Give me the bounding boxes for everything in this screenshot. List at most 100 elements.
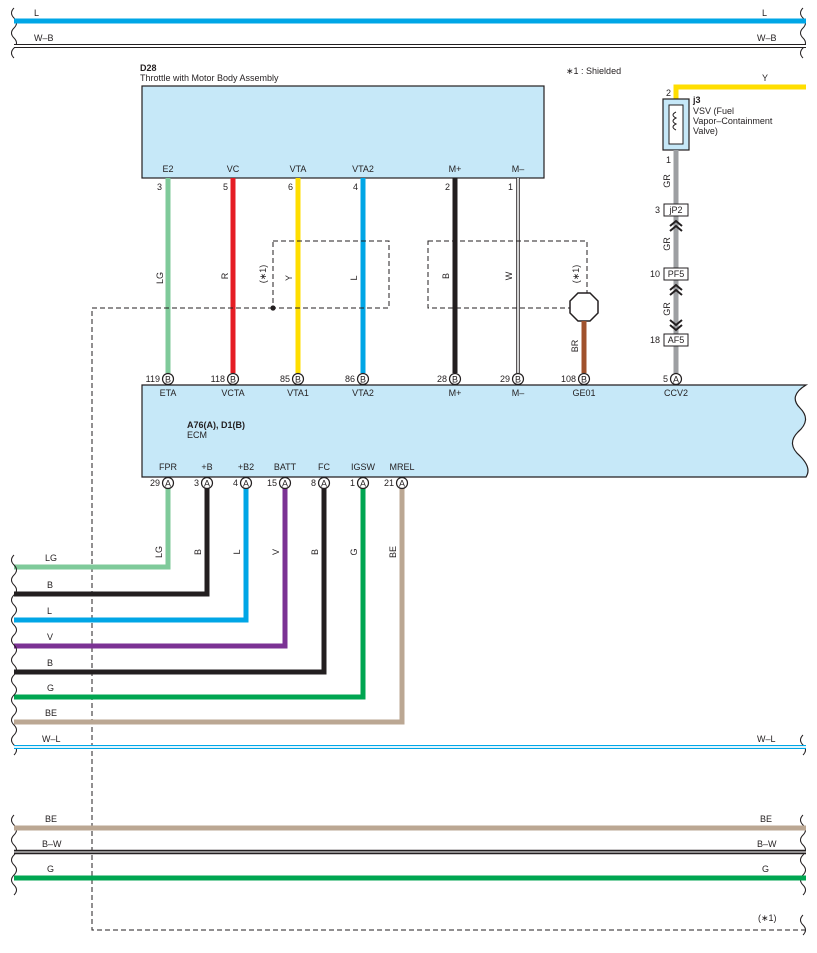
vsv-name-line2: Vapor–Containment [693,116,773,126]
connector-letter: B [230,375,236,385]
pin-num: 85 [280,374,290,384]
connector-circle [278,476,292,490]
mid-bus: W–L W–L [11,734,806,756]
ecm-bottom-pin-igsw: IGSW A 1 [350,462,376,490]
left-label-g: G [47,683,54,693]
left-label-l: L [47,606,52,616]
pin-name-e2: E2 [162,164,173,174]
connector-pf5 [663,267,689,281]
connector-circle [395,476,409,490]
pin-name: CCV2 [664,388,688,398]
pin-num: 119 [146,374,160,384]
wire-label-mrel: BE [388,546,398,558]
wire-label-l-right: L [762,8,767,18]
ecm-top-pin-eta: B 119 ETA [146,372,177,398]
throttle-wires: LG R Y L B W [155,178,520,373]
ecm-bottom-pins: FPR A 29 +B A 3 +B2 A 4 BATT A 15 FC A 8 [150,462,415,490]
wire-b-fc [14,488,327,675]
connector-letter: B [295,375,301,385]
wire-label-g-right: G [762,864,769,874]
pin-name-vta: VTA [290,164,307,174]
pin-num: 3 [194,478,199,488]
pin-num-mplus: 2 [445,182,450,192]
pin-num-mminus: 1 [508,182,513,192]
wire-label-bw-right: B–W [757,839,777,849]
throttle-box [141,85,545,179]
connector-letter: A [399,479,405,489]
ecm-bottom-pin-fc: FC A 8 [311,462,330,490]
wire-l-plusb2 [14,488,249,623]
connector-af5-num: 18 [650,335,660,345]
right-break-mark [800,7,806,59]
wire-label-gr-1: GR [662,174,672,188]
wire-g-igsw [14,488,366,700]
pin-num: 118 [211,374,225,384]
wire-label-b: B [441,273,451,279]
pin-name: ETA [160,388,177,398]
pin-name: IGSW [351,462,376,472]
wire-label-l-left: L [34,8,39,18]
pin-name: +B2 [238,462,254,472]
pin-name-vta2: VTA2 [352,164,374,174]
wire-label-y: Y [284,275,294,281]
connector-letter: A [282,479,288,489]
wire-lg-fpr [14,488,171,570]
ecm-bottom-pin-plusb2: +B2 A 4 [233,462,254,490]
wire-label-wb-left: W–B [34,33,54,43]
wire-label-be-right: BE [760,814,772,824]
vsv-gr-chain: GR jP2 3 GR PF5 10 GR AF5 18 [650,150,689,373]
connector-jp2-num: 3 [655,205,660,215]
wire-label-lg: LG [155,272,165,284]
wire-label-bw-left: B–W [42,839,62,849]
right-break-mark-5 [800,914,806,936]
pin-name-vc: VC [227,164,240,174]
shield-mark-2: (∗1) [571,265,581,284]
ecm-bottom-pin-mrel: MREL A 21 [384,462,415,490]
chevron-up-icon-2 [669,283,683,296]
connector-jp2 [663,203,689,217]
shield-box-motor [427,240,588,309]
pin-num: 108 [561,374,576,384]
wire-label-wl-left: W–L [42,734,61,744]
shield-note: ∗1 : Shielded [566,66,621,76]
ecm-top-pin-mplus: B 28 M+ [437,372,462,398]
pin-name-mminus: M– [512,164,525,174]
ecm-block: A76(A), D1(B) ECM [141,384,809,478]
pin-name: +B [201,462,212,472]
left-label-b1: B [47,580,53,590]
pin-name: M+ [449,388,462,398]
throttle-code: D28 [140,63,157,73]
pin-num: 5 [663,374,668,384]
pin-num: 21 [384,478,394,488]
wire-label-r: R [220,272,230,279]
connector-circle [200,476,214,490]
wire-label-w: W [504,271,514,280]
pin-num-vc: 5 [223,182,228,192]
left-label-b2: B [47,658,53,668]
throttle-name: Throttle with Motor Body Assembly [140,73,279,83]
shield-box-sensor [272,240,390,309]
pin-num: 29 [500,374,510,384]
wire-label-g-left: G [47,864,54,874]
connector-af5-label: AF5 [668,335,685,345]
wire-label-wl-right: W–L [757,734,776,744]
connector-circle [356,476,370,490]
connector-af5 [663,333,689,347]
shield-mark-3: (∗1) [758,913,777,923]
ecm-bottom-pin-fpr: FPR A 29 [150,462,178,490]
wire-label-gr-3: GR [662,302,672,316]
pin-num: 4 [233,478,238,488]
wire-label-l: L [349,275,359,280]
pin-num: 28 [437,374,447,384]
pin-num-e2: 3 [157,182,162,192]
ecm-top-pin-vta2: B 86 VTA2 [345,372,374,398]
connector-circle [669,372,683,386]
ecm-top-pin-ccv2: A 5 CCV2 [663,372,688,398]
shield-mark-1: (∗1) [258,265,268,284]
pin-num-vta2: 4 [353,182,358,192]
vsv-code: j3 [692,95,701,105]
connector-letter: A [165,479,171,489]
shield-junction-dot [270,305,276,311]
connector-circle [161,476,175,490]
connector-circle [291,372,305,386]
